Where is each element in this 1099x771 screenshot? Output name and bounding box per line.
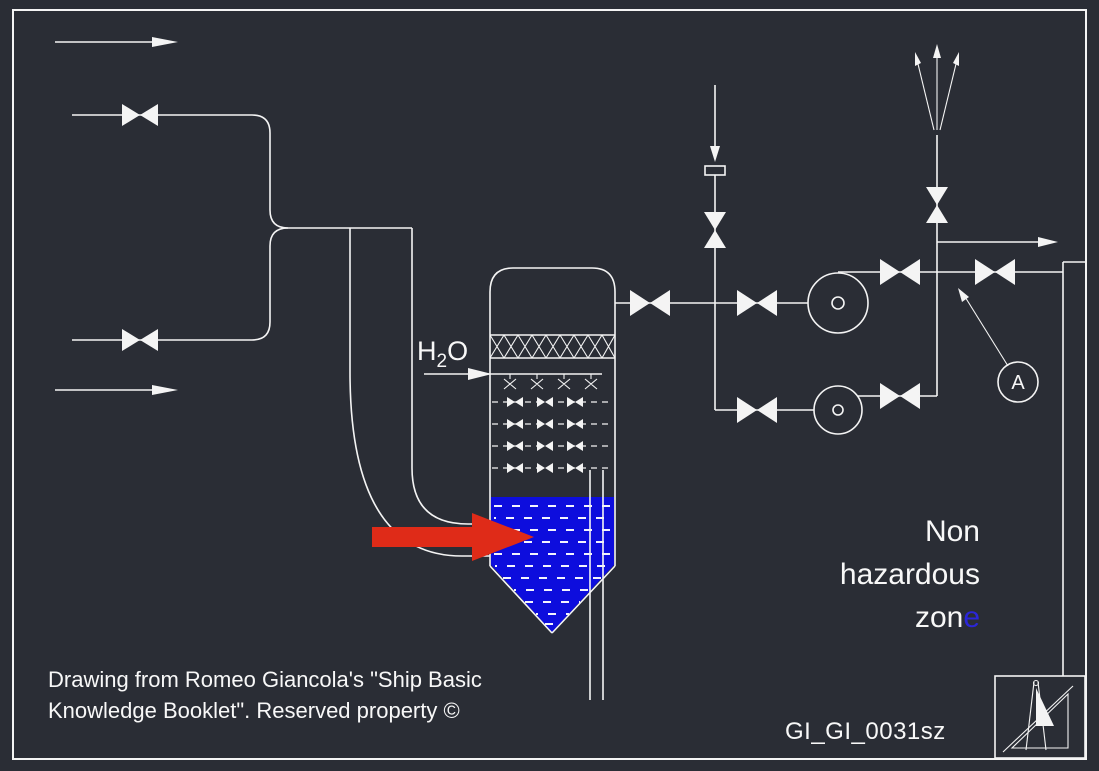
- h2o-o: O: [447, 336, 468, 366]
- h2o-h: H: [417, 336, 437, 366]
- pump-icon-2: [813, 385, 863, 435]
- gate-valve-icon-pump2-suction: [737, 397, 777, 423]
- tray-row-1: [492, 397, 613, 407]
- zone-label: Non hazardous zone: [840, 515, 980, 634]
- title-block-lines: [1062, 261, 1086, 676]
- arrow-head-icon: [468, 368, 492, 380]
- gate-valve-icon-outlet: [630, 290, 670, 316]
- zone-label-line3-blue: e: [963, 601, 980, 634]
- zone-label-line3-white: zon: [915, 601, 963, 634]
- overboard-arrow: [937, 237, 1058, 247]
- credit-note: Drawing from Romeo Giancola's "Ship Basi…: [48, 667, 482, 723]
- arrow-head-icon: [958, 288, 969, 302]
- gate-valve-icon-riser: [704, 212, 726, 248]
- arrow-head-icon: [152, 385, 178, 395]
- hopper-right-slant: [551, 565, 616, 634]
- water-fill: [491, 497, 614, 632]
- hopper-left-slant: [489, 565, 553, 634]
- arrow-head-icon: [152, 37, 178, 47]
- credit-line-2: Knowledge Booklet". Reserved property ©: [48, 698, 460, 723]
- pump-icon-1: [807, 272, 869, 334]
- gate-valve-icon-discharge-2: [975, 259, 1015, 285]
- supply-pipe-lower: [72, 227, 289, 341]
- gate-valve-icon-pump1-suction: [737, 290, 777, 316]
- flow-arrow-upper-left: [55, 37, 178, 47]
- riser-down-arrow: [710, 85, 720, 162]
- demister-hatch: [489, 334, 616, 359]
- drain-pipes: [589, 470, 604, 700]
- vent-arrows-icon: [915, 44, 959, 131]
- tray-row-2: [492, 419, 613, 429]
- gate-valve-icon-upper-supply: [122, 104, 158, 126]
- gate-valve-icon-pump2-discharge: [880, 383, 920, 409]
- red-flow-arrow: [372, 513, 534, 561]
- detail-a-marker: A: [958, 288, 1039, 403]
- zone-label-line1: Non: [925, 515, 980, 548]
- credit-line-1: Drawing from Romeo Giancola's "Ship Basi…: [48, 667, 482, 692]
- gate-valve-icon-vent: [926, 187, 948, 223]
- arrow-head-icon: [1038, 237, 1058, 247]
- zone-label-line3: zone: [915, 601, 980, 634]
- h2o-label: H2O: [417, 336, 468, 372]
- tray-row-4: [492, 463, 613, 473]
- venturi-funnel-and-elbow: [349, 228, 490, 557]
- water-texture: [494, 505, 611, 625]
- supply-pipe-upper: [72, 114, 412, 229]
- drawing-code: GI_GI_0031sz: [785, 718, 946, 745]
- gate-valve-icon-lower-supply: [122, 329, 158, 351]
- h2o-subscript: 2: [437, 351, 448, 372]
- spray-nozzles: [503, 374, 598, 390]
- gate-valve-icon-discharge-1: [880, 259, 920, 285]
- water-inlet-arrow: [424, 368, 602, 380]
- flow-arrow-lower-left: [55, 385, 178, 395]
- border-frame: [12, 9, 1087, 760]
- water-sump: [489, 497, 616, 634]
- arrow-head-icon: [710, 146, 720, 162]
- leader-line: [961, 291, 1009, 367]
- zone-label-line2: hazardous: [840, 558, 980, 591]
- detail-a-label: A: [1011, 372, 1025, 394]
- publisher-logo-icon: [994, 675, 1086, 759]
- tray-row-3: [492, 441, 613, 451]
- scrubber-shell: [489, 267, 616, 566]
